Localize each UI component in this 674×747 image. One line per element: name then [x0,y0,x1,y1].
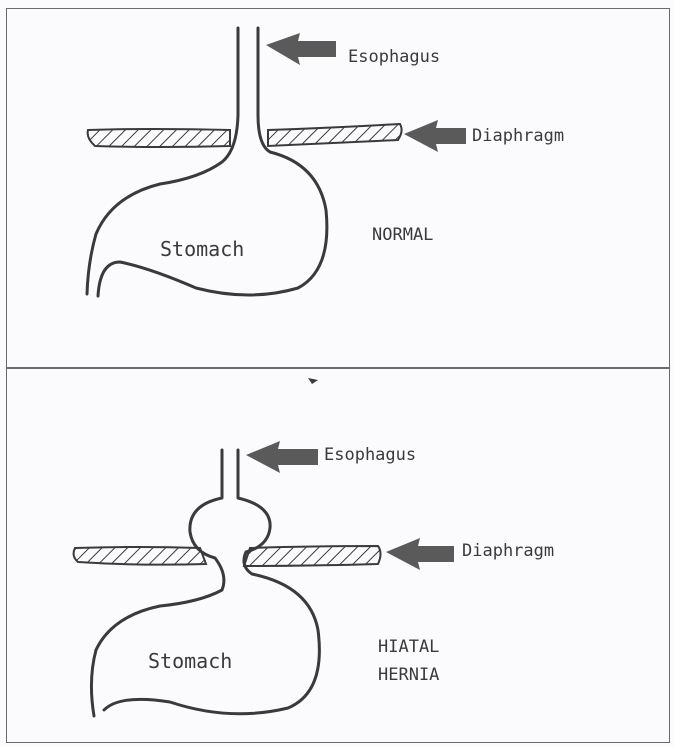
status-label-hernia-line2: HERNIA [378,665,439,685]
status-label-normal: NORMAL [372,225,433,245]
status-label-hernia-line1: HIATAL [378,637,439,657]
arrow-diaphragm-normal [404,120,466,152]
scan-speck [308,378,318,384]
diaphragm-label-hernia: Diaphragm [462,541,554,561]
stomach-label-normal: Stomach [160,237,244,261]
esophagus-label-normal: Esophagus [348,47,440,67]
esophagus-label-hernia: Esophagus [324,445,416,465]
arrow-esophagus-hernia [246,441,318,473]
stomach-outline-hernia [91,450,319,716]
diaphragm-label-normal: Diaphragm [472,126,564,146]
diaphragm-normal [88,124,402,147]
diaphragm-hernia [74,546,381,566]
arrow-esophagus-normal [266,33,336,65]
arrow-diaphragm-hernia [386,538,454,570]
stomach-label-hernia: Stomach [148,649,232,673]
